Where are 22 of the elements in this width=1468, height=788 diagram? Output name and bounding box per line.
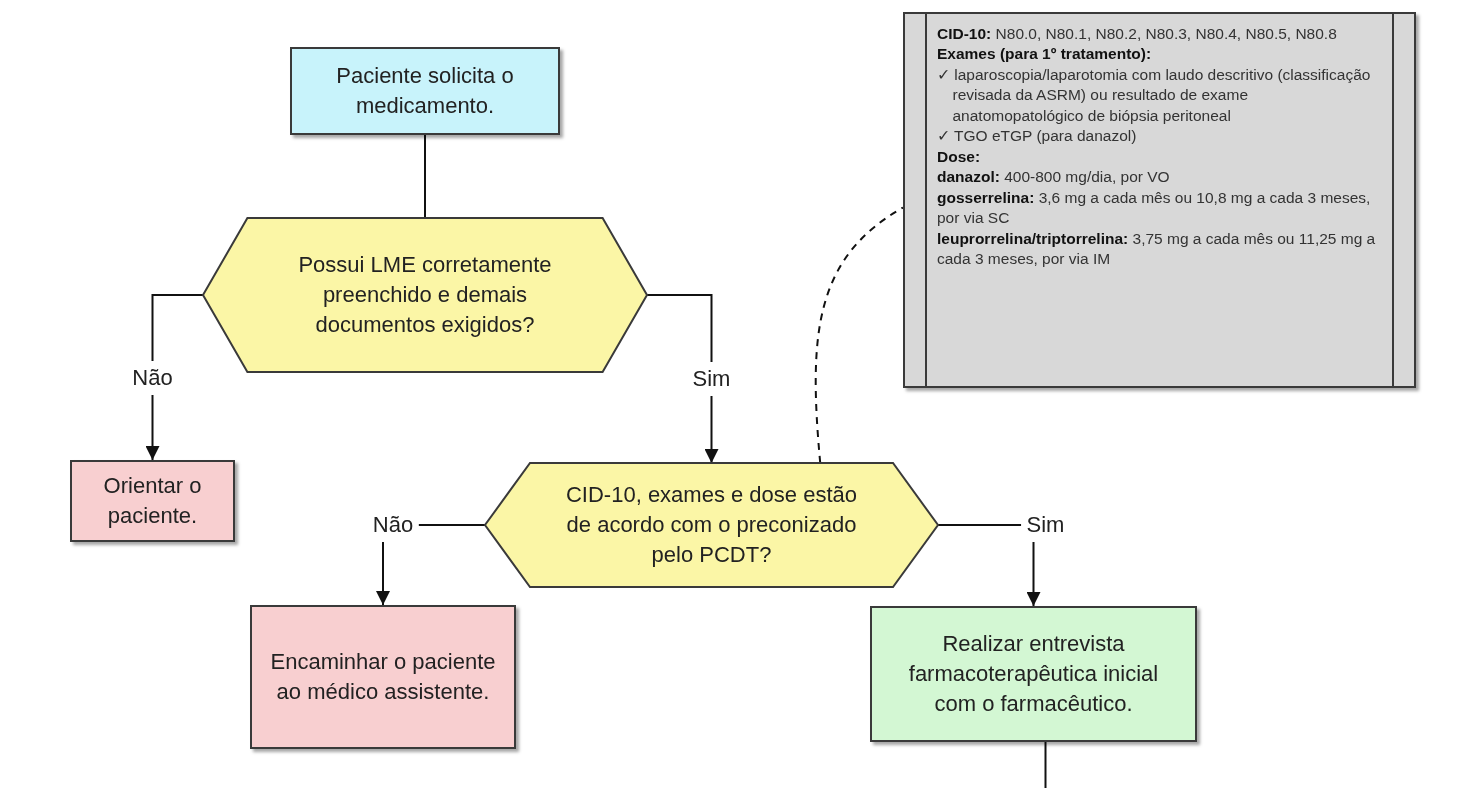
node-text: Realizar entrevista farmacoterapêutica inicial com o farmacêutico. [907, 630, 1160, 718]
dashed-connector [814, 206, 904, 464]
note-text: ✓ TGO eTGP (para danazol) [937, 126, 1138, 147]
note-text: ✓ laparoscopia/laparotomia com laudo descritivo (classificação revisada da ASRM) ou resultado de exame anatomopatológico de biópsia peritoneal [937, 64, 1372, 126]
node-text: Paciente solicita o medicamento. [335, 62, 515, 120]
process-box [870, 606, 1197, 742]
decision-hexagon [203, 218, 647, 372]
note-text: leuprorrelina/triptorrelina: 3,75 mg a cada mês ou 11,25 mg a cada 3 meses, por via IM [937, 228, 1377, 269]
node-text: Possui LME corretamente preenchido e demais documentos exigidos? [297, 251, 553, 339]
process-box [250, 605, 516, 749]
node-text: CID-10, exames e dose estão de acordo com o preconizado pelo PCDT? [564, 481, 858, 569]
note-text: gosserrelina: 3,6 mg a cada mês ou 10,8 mg a cada 3 meses, por via SC [937, 187, 1372, 229]
note-text: Dose: [937, 146, 982, 167]
process-box [70, 460, 235, 542]
note-text: Exames (para 1º tratamento): [937, 44, 1153, 65]
decision-hexagon [485, 463, 938, 587]
note-text: danazol: 400-800 mg/dia, por VO [937, 167, 1171, 188]
start-box [290, 47, 560, 135]
node-text: Encaminhar o paciente ao médico assistente. [269, 648, 497, 706]
note-box [903, 12, 1416, 388]
node-text: Orientar o paciente. [102, 472, 203, 530]
note-text: CID-10: N80.0, N80.1, N80.2, N80.3, N80.4, N80.5, N80.8 [937, 24, 1338, 44]
